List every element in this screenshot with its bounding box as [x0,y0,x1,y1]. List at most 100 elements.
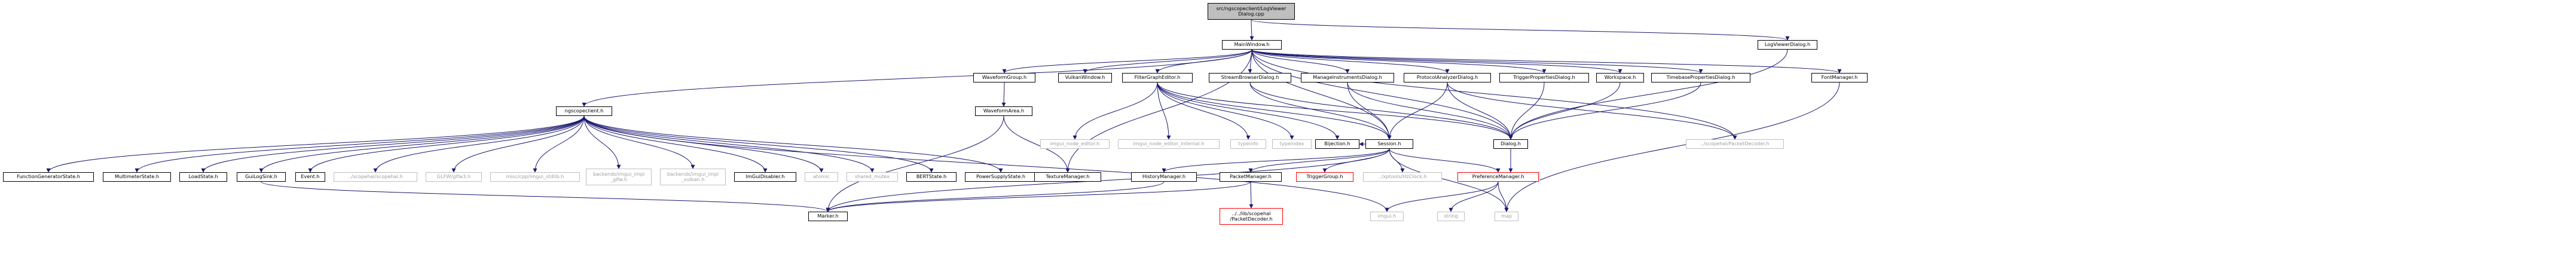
node-filtergrapheditor[interactable]: FilterGraphEditor.h [1122,73,1193,82]
edge-fontmanager-to-map [1504,82,1840,212]
edge-ngscopeclient-to-imgui-impl-glfw [583,115,621,169]
dependency-edges [46,19,1842,212]
edge-waveformarea-to-texturemanager [1003,115,1070,173]
edge-mainwindow-to-waveformgroup [1002,49,1252,74]
node-imgui-node-editor-internal[interactable]: imgui_node_editor_internal.h [1118,139,1220,149]
node-event[interactable]: Event.h [295,172,325,182]
edge-logviewerdialog-to-dialog [1508,49,1788,140]
edge-mainwindow-to-session [1251,49,1392,140]
node-bijection[interactable]: Bijection.h [1315,139,1359,149]
node-imgui-impl-vulkan[interactable]: backends/imgui_impl _vulkan.h [660,169,726,185]
node-manageinstrumentsdialog[interactable]: ManageInstrumentsDialog.h [1301,73,1394,82]
node-glfw3[interactable]: GLFW/glfw3.h [426,172,482,182]
node-scopehal[interactable]: ../scopehal/scopehal.h [334,172,417,182]
node-packetdecoder-lib[interactable]: ../../lib/scopehal /PacketDecoder.h [1220,208,1283,225]
edge-waveformarea-to-marker [826,115,1004,212]
edge-mainwindow-to-triggerpropertiesdialog [1251,49,1547,74]
node-protocolanalyzerdialog[interactable]: ProtocolAnalyzerDialog.h [1404,73,1491,82]
node-typeinfo[interactable]: typeinfo [1230,139,1266,149]
edge-mainwindow-to-filtergrapheditor [1155,49,1252,74]
edge-ngscopeclient-to-functiongeneratorstate [46,115,585,173]
edge-manageinstrumentsdialog-to-dialog [1347,82,1513,140]
edge-protocolanalyzerdialog-to-packetdecoder-scopehal [1447,82,1737,140]
node-imgui[interactable]: imgui.h [1370,212,1404,221]
node-loadstate[interactable]: LoadState.h [179,172,227,182]
edge-session-to-preferencemanager [1389,148,1501,173]
edge-mainwindow-to-dialog [1251,49,1513,140]
node-root: src/ngscopeclient/LogViewer Dialog.cpp [1208,3,1295,20]
edge-guilogsink-to-marker [261,181,830,212]
node-packetdecoder-scopehal[interactable]: ../scopehal/PacketDecoder.h [1686,139,1784,149]
node-shared-mutex[interactable]: shared_mutex [847,172,898,182]
node-session[interactable]: Session.h [1365,139,1413,149]
edge-timebasepropertiesdialog-to-dialog [1508,82,1701,140]
node-hzclock[interactable]: ../xptools/HzClock.h [1363,172,1442,182]
node-triggerpropertiesdialog[interactable]: TriggerPropertiesDialog.h [1499,73,1589,82]
edge-mainwindow-to-fontmanager [1251,49,1842,74]
node-functiongeneratorstate[interactable]: FunctionGeneratorState.h [3,172,94,182]
edge-filtergrapheditor-to-dialog [1157,82,1513,140]
edge-historymanager-to-marker [826,181,1165,212]
node-texturemanager[interactable]: TextureManager.h [1034,172,1101,182]
node-waveformarea[interactable]: WaveformArea.h [975,106,1032,116]
edge-filtergrapheditor-to-imgui-node-editor [1072,82,1158,140]
node-streambrowserdialog[interactable]: StreamBrowserDialog.h [1209,73,1291,82]
edge-preferencemanager-to-string [1449,181,1499,212]
node-imgui-node-editor[interactable]: imgui_node_editor.h [1040,139,1110,149]
node-vulkanwindow[interactable]: VulkanWindow.h [1058,73,1112,82]
edge-ngscopeclient-to-imguidisabler [583,115,768,173]
edge-ngscopeclient-to-bertstate [583,115,934,173]
edge-filtergrapheditor-to-bijection [1157,82,1340,140]
edge-triggerpropertiesdialog-to-dialog [1508,82,1545,140]
edge-ngscopeclient-to-powersupplystate [583,115,1003,173]
edge-mainwindow-to-texturemanager [1065,49,1252,173]
node-waveformgroup[interactable]: WaveformGroup.h [973,73,1035,82]
node-imgui-impl-glfw[interactable]: backends/imgui_impl _glfw.h [586,169,652,185]
edge-mainwindow-to-protocolanalyzerdialog [1251,49,1450,74]
node-logviewerdialog[interactable]: LogViewerDialog.h [1758,40,1817,50]
node-fontmanager[interactable]: FontManager.h [1811,73,1868,82]
edge-filtergrapheditor-to-typeindex [1157,82,1294,140]
edge-streambrowserdialog-to-dialog [1249,82,1513,140]
edge-root-to-logviewerdialog [1251,19,1790,41]
edge-filtergrapheditor-to-typeinfo [1157,82,1251,140]
edge-manageinstrumentsdialog-to-session [1347,82,1392,140]
node-historymanager[interactable]: HistoryManager.h [1131,172,1197,182]
node-map[interactable]: map [1495,212,1518,221]
node-guilogsink[interactable]: GuiLogSink.h [237,172,286,182]
edge-preferencemanager-to-map [1498,181,1509,212]
edge-session-to-marker [826,148,1390,212]
node-imguidisabler[interactable]: ImGuiDisabler.h [734,172,796,182]
node-mainwindow[interactable]: MainWindow.h [1222,40,1282,50]
edge-workspace-to-dialog [1508,82,1621,140]
edge-ngscopeclient-to-imgui [583,115,1389,212]
edge-ngscopeclient-to-misc-imgui-stdlib [533,115,585,173]
node-packetmanager[interactable]: PacketManager.h [1220,172,1282,182]
edge-session-to-map [1389,148,1509,212]
node-workspace[interactable]: Workspace.h [1596,73,1644,82]
edge-session-to-packetmanager [1248,148,1390,173]
node-powersupplystate[interactable]: PowerSupplyState.h [965,172,1037,182]
node-marker[interactable]: Marker.h [808,212,848,221]
node-triggergroup[interactable]: TriggerGroup.h [1296,172,1353,182]
edge-protocolanalyzerdialog-to-dialog [1447,82,1513,140]
node-timebasepropertiesdialog[interactable]: TimebasePropertiesDialog.h [1651,73,1750,82]
node-dialog[interactable]: Dialog.h [1493,139,1528,149]
edge-session-to-historymanager [1162,148,1390,173]
edge-preferencemanager-to-imgui [1385,181,1499,212]
node-preferencemanager[interactable]: PreferenceManager.h [1457,172,1539,182]
node-typeindex[interactable]: typeindex [1272,139,1312,149]
node-misc-imgui-stdlib[interactable]: misc/cpp/imgui_stdlib.h [490,172,580,182]
node-ngscopeclient[interactable]: ngscopeclient.h [556,106,612,116]
node-atomic[interactable]: atomic [805,172,838,182]
edge-ngscopeclient-to-guilogsink [259,115,585,173]
node-multimeterstate[interactable]: MultimeterState.h [103,172,171,182]
edge-ngscopeclient-to-scopehal [373,115,585,173]
edge-streambrowserdialog-to-session [1249,82,1392,140]
edge-ngscopeclient-to-imgui-impl-vulkan [583,115,695,169]
node-string[interactable]: string [1437,212,1465,221]
edge-filtergrapheditor-to-imgui-node-editor-internal [1157,82,1171,140]
node-bertstate[interactable]: BERTState.h [906,172,957,182]
